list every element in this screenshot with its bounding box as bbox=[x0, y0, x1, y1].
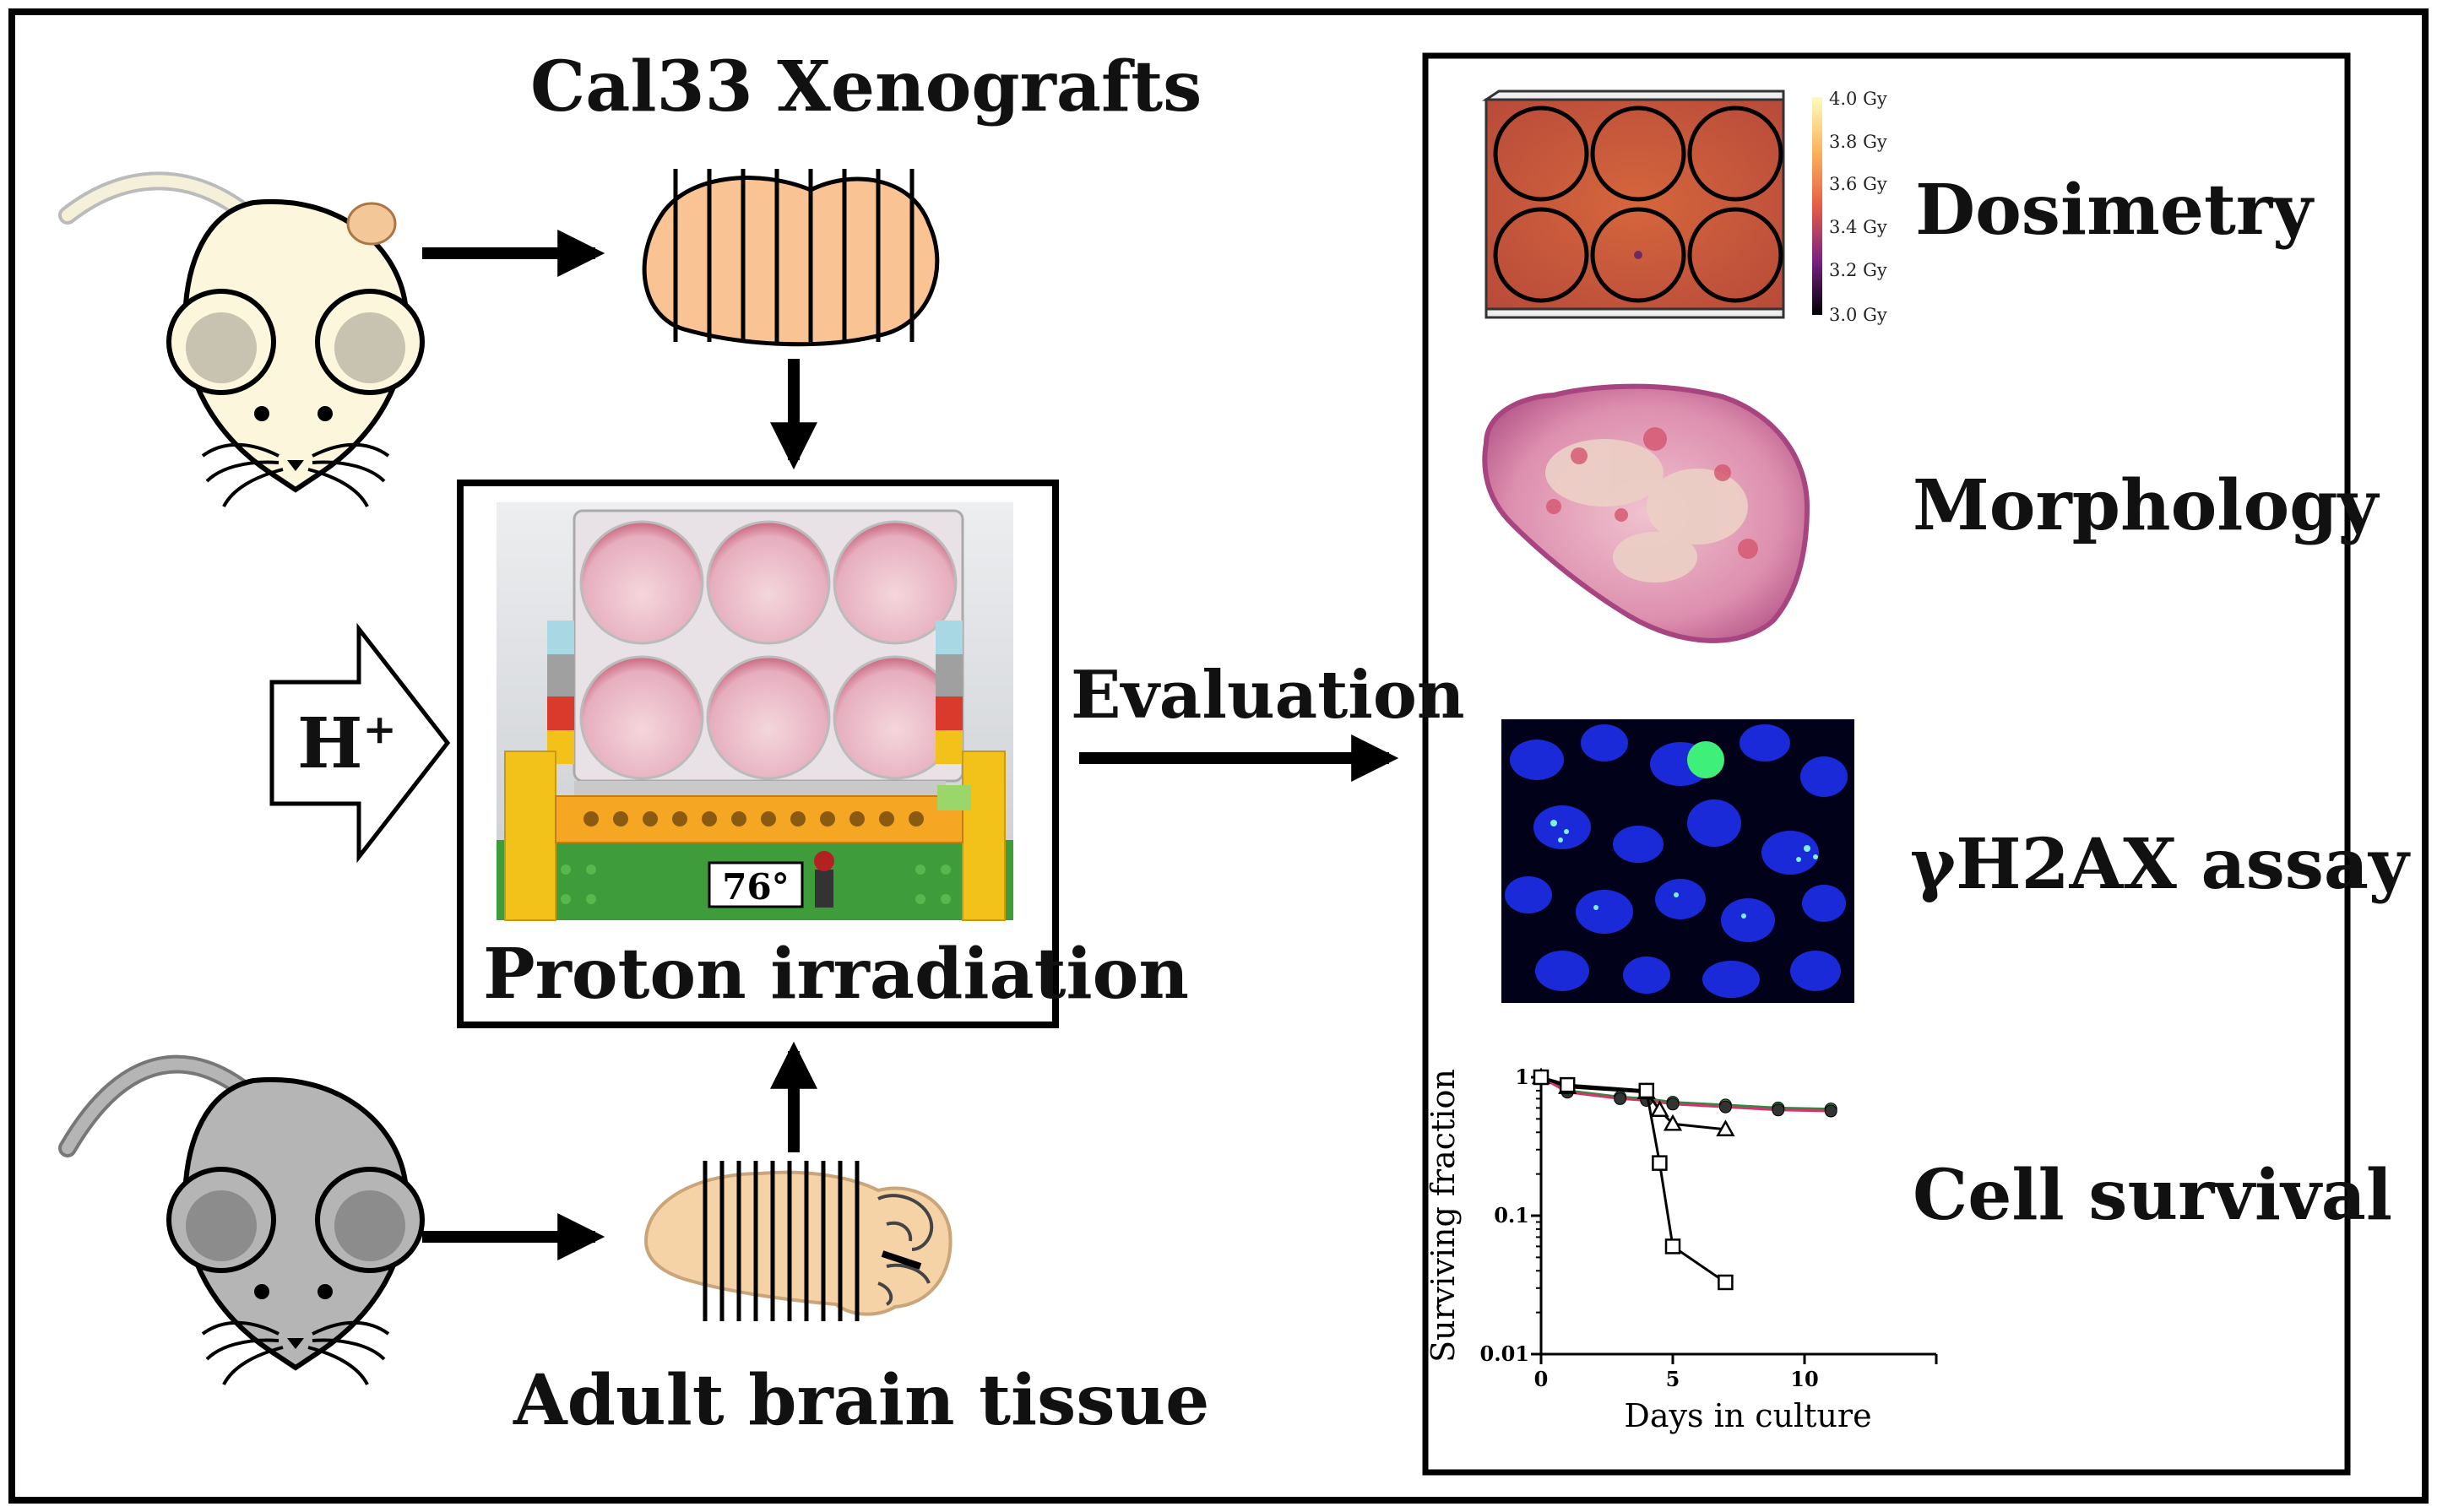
colorbar-tick: 3.2 Gy bbox=[1829, 260, 1887, 280]
grey-mouse-icon bbox=[58, 1054, 425, 1385]
dose-colorbar bbox=[1812, 97, 1822, 315]
survival-chart: 1 0.1 0.010 5 10 Surviving fraction Days in … bbox=[1425, 1065, 1938, 1434]
data-point bbox=[1652, 1155, 1668, 1171]
xenograft-tumor-icon bbox=[642, 169, 940, 347]
data-point bbox=[1666, 1097, 1680, 1111]
data-point bbox=[1772, 1103, 1785, 1117]
eval-label-morphology: Morphology bbox=[1913, 465, 2379, 546]
data-point bbox=[1638, 1082, 1655, 1099]
data-point bbox=[1533, 1069, 1550, 1086]
hplus-main: H bbox=[297, 703, 363, 784]
data-point bbox=[1663, 1114, 1683, 1131]
x-tick-label: 5 bbox=[1666, 1367, 1680, 1391]
colorbar-labels: 4.0 Gy 3.8 Gy 3.6 Gy 3.4 Gy 3.2 Gy 3.0 G… bbox=[1829, 89, 1887, 325]
y-tick-label: 0.1 bbox=[1494, 1203, 1529, 1227]
x-tick-label: 10 bbox=[1790, 1367, 1818, 1391]
outer-frame bbox=[8, 8, 2429, 1504]
data-point bbox=[1559, 1076, 1576, 1093]
colorbar-tick: 3.8 Gy bbox=[1829, 132, 1887, 152]
data-point bbox=[1718, 1274, 1734, 1291]
eval-label-cell-survival: Cell survival bbox=[1913, 1155, 2392, 1236]
irradiation-setup-photo bbox=[497, 502, 1013, 921]
colorbar-tick: 3.6 Gy bbox=[1829, 174, 1887, 194]
evaluation-label: Evaluation bbox=[1071, 657, 1465, 734]
y-tick-label: 0.01 bbox=[1480, 1341, 1529, 1366]
hplus-sup: + bbox=[362, 706, 397, 754]
data-point bbox=[1664, 1238, 1681, 1255]
angle-label: 76° bbox=[722, 866, 789, 908]
eval-label-dosimetry: Dosimetry bbox=[1915, 170, 2313, 251]
data-point bbox=[1650, 1100, 1669, 1118]
brain-tissue-icon bbox=[643, 1161, 953, 1321]
data-point bbox=[1824, 1104, 1837, 1118]
morphology-image bbox=[1482, 383, 1810, 643]
eval-label-gamma-h2ax: γH2AX assay bbox=[1910, 824, 2409, 905]
data-point bbox=[1718, 1100, 1732, 1114]
proton-title: Proton irradiation bbox=[483, 934, 1189, 1015]
x-axis-label: Days in culture bbox=[1624, 1397, 1871, 1434]
y-tick-label: 1 bbox=[1515, 1065, 1529, 1089]
gamma-h2ax-image bbox=[1501, 719, 1854, 1003]
dosimetry-image bbox=[1482, 89, 1785, 319]
chart-ticks bbox=[1531, 1076, 1938, 1364]
angle-label-box bbox=[708, 861, 804, 908]
chart-tick-labels: 1 0.1 0.010 5 10 bbox=[1480, 1065, 1819, 1391]
colorbar-tick: 3.0 Gy bbox=[1829, 305, 1887, 325]
xenograft-title: Cal33 Xenografts bbox=[530, 46, 1202, 127]
brain-title: Adult brain tissue bbox=[513, 1360, 1210, 1441]
data-point bbox=[1716, 1119, 1735, 1137]
y-axis-label: Surviving fraction bbox=[1425, 1069, 1462, 1363]
white-mouse-icon bbox=[58, 171, 425, 507]
colorbar-tick: 4.0 Gy bbox=[1829, 89, 1887, 109]
hplus-label: H+ bbox=[297, 709, 397, 778]
colorbar-tick: 3.4 Gy bbox=[1829, 217, 1887, 237]
chart-series bbox=[1531, 1067, 1837, 1291]
x-tick-label: 0 bbox=[1534, 1367, 1549, 1391]
data-point bbox=[1614, 1092, 1627, 1105]
proton-beam-arrow-icon bbox=[269, 622, 451, 864]
